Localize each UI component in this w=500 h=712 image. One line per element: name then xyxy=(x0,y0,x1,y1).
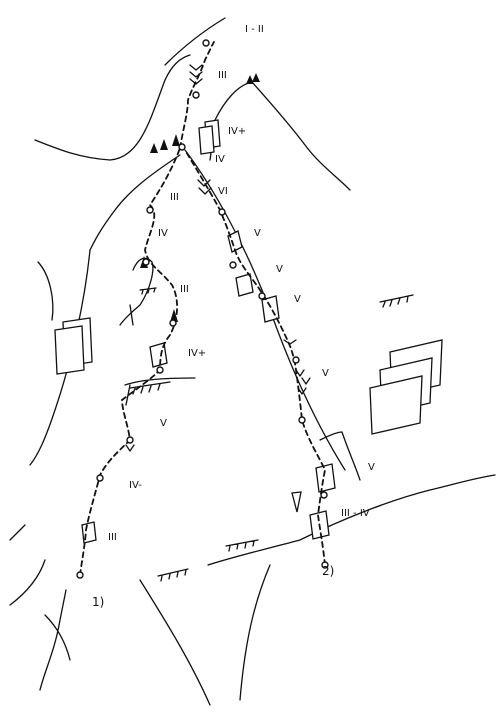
grade-label: V xyxy=(160,418,167,429)
block-route1-a xyxy=(149,342,168,368)
lower-valley-right xyxy=(239,564,271,701)
tree-icon xyxy=(172,134,180,146)
tree-icon xyxy=(246,75,254,84)
left-buttress xyxy=(119,257,154,326)
belay-circle xyxy=(76,571,84,579)
lower-valley-left xyxy=(139,579,211,706)
grade-label: IV- xyxy=(129,480,142,491)
belay-circle xyxy=(156,366,164,374)
left-valley-wall xyxy=(37,261,54,321)
lower-ledge xyxy=(125,384,131,406)
summit-outline xyxy=(214,81,351,191)
slab-right-front xyxy=(369,375,423,435)
block-route2-top xyxy=(227,230,243,253)
belay-circle xyxy=(178,143,186,151)
belay-circle xyxy=(142,258,150,266)
chevron-marks xyxy=(125,64,311,452)
route-label-1: 1) xyxy=(92,595,104,609)
grade-label: III xyxy=(218,70,227,81)
upper-ridge-line xyxy=(164,17,226,66)
grass-marks xyxy=(129,287,414,582)
grade-label: III xyxy=(180,284,189,295)
block-arrow xyxy=(291,491,302,513)
route-1-exit xyxy=(179,41,215,149)
belay-stations xyxy=(76,39,329,579)
block-route1-b xyxy=(81,521,97,544)
upper-left-diagonal xyxy=(9,524,26,541)
left-gully xyxy=(29,249,91,466)
left-base-line-2 xyxy=(39,589,67,691)
route-2-path xyxy=(184,149,326,566)
belay-circle xyxy=(169,319,177,327)
tree-icon xyxy=(150,143,158,153)
grade-label: VI xyxy=(218,186,228,197)
belay-circle xyxy=(292,356,300,364)
belay-circle xyxy=(96,474,104,482)
summit-block-front xyxy=(198,125,215,155)
tree-icon xyxy=(252,73,260,82)
left-upper-ridge xyxy=(34,54,191,161)
right-rock-face xyxy=(319,431,361,481)
belay-circle xyxy=(298,416,306,424)
tree-icon xyxy=(160,139,168,150)
grade-labels: I - II III IV+ IV VI III IV V III V V IV… xyxy=(108,24,375,543)
grade-label: V xyxy=(276,264,283,275)
belay-circle xyxy=(126,436,134,444)
left-ridge xyxy=(89,154,181,251)
rock-slabs xyxy=(54,119,443,544)
grade-label: III xyxy=(108,532,117,543)
terrain-lines xyxy=(9,17,496,706)
left-base-branch xyxy=(44,614,71,661)
slab-left-front xyxy=(54,325,85,375)
grade-label: IV xyxy=(158,228,168,239)
grade-label: IV xyxy=(215,154,225,165)
route-label-2: 2) xyxy=(322,564,334,578)
grade-label: V xyxy=(254,228,261,239)
grade-label: IV+ xyxy=(188,348,206,359)
belay-circle xyxy=(258,292,266,300)
grade-label: I - II xyxy=(245,24,264,35)
belay-circle xyxy=(218,208,226,216)
belay-circle xyxy=(229,261,237,269)
block-route2-a xyxy=(235,273,254,297)
left-base-line xyxy=(9,559,46,606)
grade-label: IV+ xyxy=(228,126,246,137)
belay-circle xyxy=(202,39,210,47)
grade-label: V xyxy=(294,294,301,305)
base-slope xyxy=(207,474,496,566)
grade-label: III xyxy=(170,192,179,203)
ledge-band xyxy=(124,377,196,386)
belay-circle xyxy=(320,491,328,499)
belay-circle xyxy=(192,91,200,99)
block-route2-c xyxy=(315,463,336,493)
grade-label: V xyxy=(368,462,375,473)
grade-label: III - IV xyxy=(341,508,370,519)
left-buttress-lower xyxy=(129,304,134,326)
belay-circle xyxy=(321,561,329,569)
grade-label: V xyxy=(322,368,329,379)
belay-circle xyxy=(146,206,154,214)
